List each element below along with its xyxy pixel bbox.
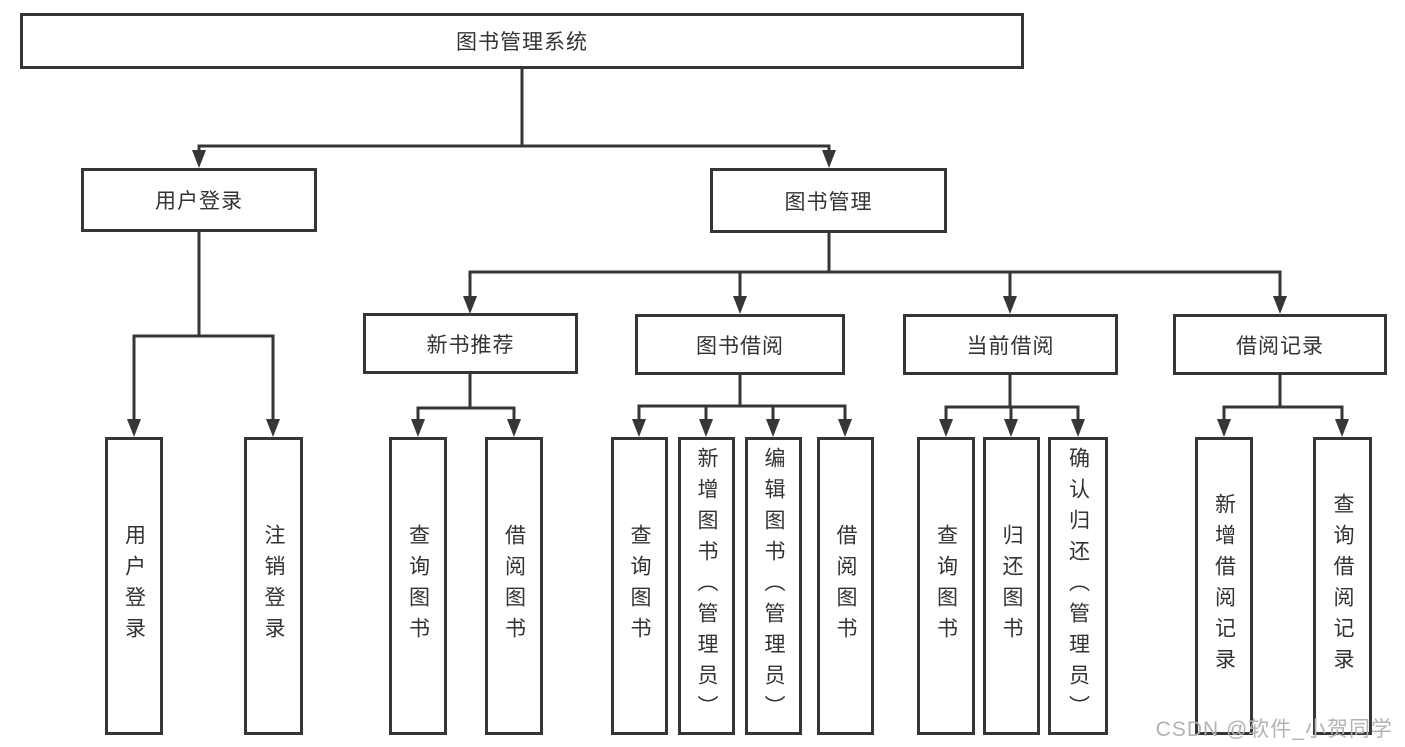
node-book-management: 图书管理 <box>710 168 947 233</box>
connector-line <box>132 230 275 424</box>
connector-line <box>1222 373 1344 424</box>
arrowhead <box>733 296 747 314</box>
node-label: 编辑图书（管理员） <box>762 446 785 726</box>
arrowhead <box>1335 419 1349 437</box>
node-label: 归还图书 <box>1000 524 1023 648</box>
node-current-borrowing: 当前借阅 <box>903 314 1118 375</box>
leaf-borrowing-query-books: 查询图书 <box>611 437 668 735</box>
node-label: 新书推荐 <box>426 333 515 357</box>
connector-line <box>416 373 516 424</box>
arrowhead <box>463 296 477 314</box>
node-label: 借阅记录 <box>1236 334 1324 358</box>
node-label: 新增图书（管理员） <box>695 446 718 726</box>
node-label: 查询图书 <box>934 524 958 648</box>
arrowhead <box>838 419 852 437</box>
leaf-edit-books-admin: 编辑图书（管理员） <box>745 437 802 735</box>
node-label: 新增借阅记录 <box>1212 493 1236 679</box>
leaf-user-login: 用户登录 <box>105 437 163 735</box>
arrowhead <box>266 419 280 437</box>
leaf-confirm-return-admin: 确认归还（管理员） <box>1048 437 1108 735</box>
node-label: 图书管理 <box>784 190 873 214</box>
arrowhead <box>632 419 646 437</box>
node-label: 查询借阅记录 <box>1331 493 1354 679</box>
leaf-return-books: 归还图书 <box>983 437 1040 735</box>
arrowhead <box>822 150 836 168</box>
node-library-management-system: 图书管理系统 <box>20 13 1024 69</box>
node-label: 查询图书 <box>628 524 651 648</box>
leaf-recommend-borrow-books: 借阅图书 <box>485 437 543 735</box>
node-label: 用户登录 <box>122 524 146 648</box>
leaf-logout: 注销登录 <box>244 437 303 735</box>
node-new-book-recommendation: 新书推荐 <box>363 313 578 374</box>
leaf-add-borrow-record: 新增借阅记录 <box>1195 437 1253 735</box>
arrowhead <box>1217 419 1231 437</box>
arrowhead <box>939 419 953 437</box>
arrowhead <box>507 419 521 437</box>
arrowhead <box>1004 419 1018 437</box>
node-label: 查询图书 <box>406 524 430 648</box>
node-label: 借阅图书 <box>502 524 526 648</box>
leaf-borrowing-borrow-books: 借阅图书 <box>817 437 874 735</box>
arrowhead <box>411 419 425 437</box>
arrowhead <box>192 150 206 168</box>
node-borrowing-records: 借阅记录 <box>1173 314 1387 375</box>
node-label: 图书借阅 <box>696 334 784 358</box>
node-label: 图书管理系统 <box>456 31 588 54</box>
arrowhead <box>127 419 141 437</box>
leaf-recommend-query-books: 查询图书 <box>389 437 447 735</box>
node-label: 借阅图书 <box>834 524 857 648</box>
connector-line <box>944 373 1080 424</box>
leaf-current-query-books: 查询图书 <box>917 437 975 735</box>
node-label: 注销登录 <box>262 524 285 648</box>
arrowhead <box>1071 419 1085 437</box>
node-book-borrowing: 图书借阅 <box>635 314 845 375</box>
node-label: 当前借阅 <box>966 334 1055 358</box>
arrowhead <box>1273 296 1287 314</box>
connector-line <box>468 230 1282 301</box>
csdn-watermark: CSDN @软件_小贺同学 <box>1155 718 1393 741</box>
arrowhead <box>766 419 780 437</box>
node-label: 确认归还（管理员） <box>1066 446 1090 726</box>
connector-line <box>197 67 831 155</box>
connector-line <box>637 373 847 424</box>
arrowhead <box>1003 296 1017 314</box>
leaf-query-borrow-record: 查询借阅记录 <box>1313 437 1372 735</box>
node-user-login: 用户登录 <box>81 168 317 232</box>
arrowhead <box>699 419 713 437</box>
leaf-add-books-admin: 新增图书（管理员） <box>678 437 735 735</box>
node-label: 用户登录 <box>155 190 243 213</box>
